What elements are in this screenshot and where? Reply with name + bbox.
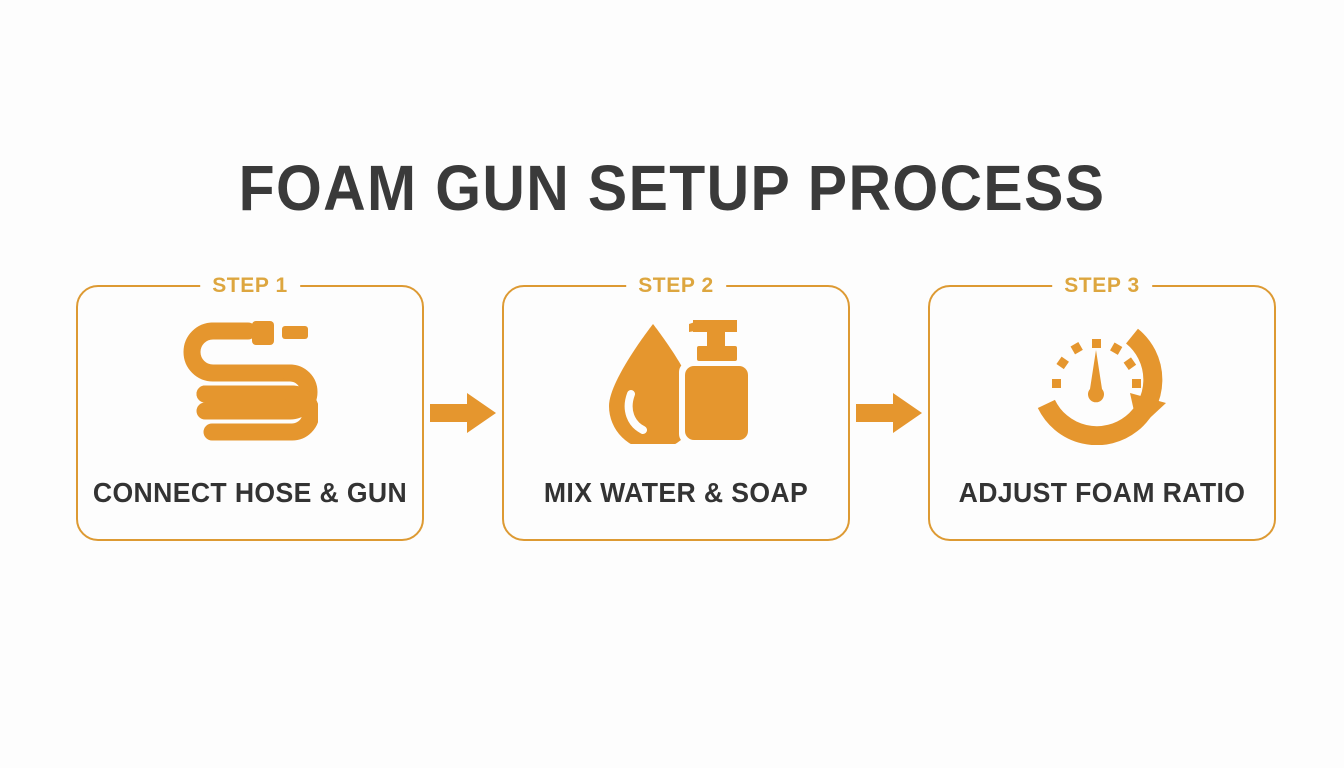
connector-2 bbox=[855, 393, 923, 433]
step-card-2[interactable]: STEP 2 bbox=[502, 274, 850, 541]
step-icon-3-wrap bbox=[930, 311, 1274, 451]
step-title-3: ADJUST FOAM RATIO bbox=[958, 477, 1246, 509]
water-drop-and-soap-bottle-icon bbox=[609, 320, 751, 444]
step-badge-3: STEP 3 bbox=[1052, 274, 1152, 298]
soap-bottle-body-icon bbox=[685, 366, 748, 440]
step-icon-1-wrap bbox=[78, 311, 422, 451]
soap-pump-head-icon bbox=[693, 320, 737, 338]
arrow-right-icon bbox=[430, 393, 496, 433]
gauge-needle-icon bbox=[1088, 350, 1104, 403]
step-badge-2: STEP 2 bbox=[626, 274, 726, 298]
page-title: FOAM GUN SETUP PROCESS bbox=[238, 151, 1106, 224]
step-title-2: MIX WATER & SOAP bbox=[543, 477, 809, 509]
coiled-hose-icon bbox=[183, 321, 318, 441]
steps-row: STEP 1 bbox=[76, 274, 1276, 542]
soap-pump-spout-icon bbox=[689, 320, 701, 332]
gauge-ticks-icon bbox=[1052, 339, 1141, 388]
gauge-dial-icon bbox=[1037, 328, 1166, 445]
connector-1 bbox=[429, 393, 497, 433]
step-card-1[interactable]: STEP 1 bbox=[76, 274, 424, 541]
step-badge-1: STEP 1 bbox=[200, 274, 300, 298]
step-card-3[interactable]: STEP 3 bbox=[928, 274, 1276, 541]
hose-nozzle-tip-icon bbox=[282, 326, 308, 339]
step-icon-2-wrap bbox=[504, 311, 848, 451]
step-title-1: CONNECT HOSE & GUN bbox=[92, 477, 408, 509]
arrow-right-icon bbox=[856, 393, 922, 433]
gauge-ring-icon bbox=[1037, 328, 1163, 445]
hose-nozzle-collar-icon bbox=[252, 321, 274, 345]
gauge-arrowhead-icon bbox=[1130, 393, 1166, 429]
soap-bottle-cap-icon bbox=[697, 346, 737, 361]
water-drop-highlight-icon bbox=[624, 390, 647, 434]
